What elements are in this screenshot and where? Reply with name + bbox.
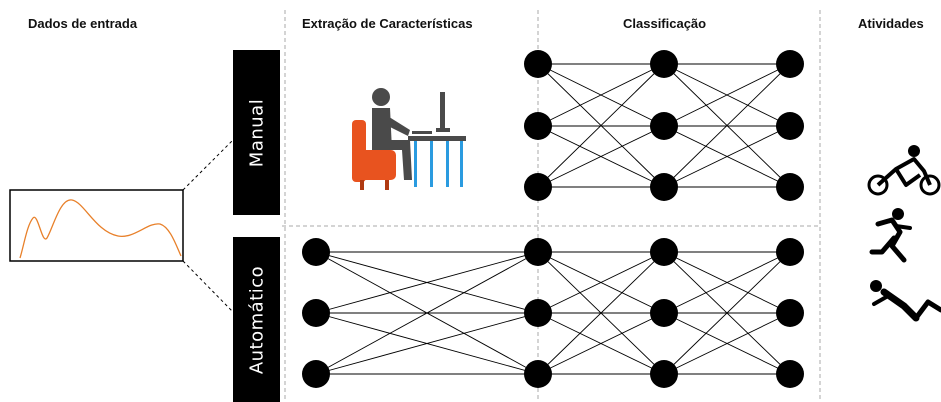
automatic-network-edge	[537, 312, 665, 375]
exercise-icon	[870, 280, 941, 322]
manual-classifier-node-0-0	[524, 50, 552, 78]
header-feature-extraction: Extração de Características	[302, 16, 473, 31]
input-signal-plot	[9, 189, 184, 262]
manual-classifier-edge	[663, 63, 791, 127]
header-input-data: Dados de entrada	[28, 16, 138, 31]
manual-classifier-edge	[537, 63, 665, 188]
manual-classifier-node-0-1	[524, 112, 552, 140]
person-at-computer-icon	[352, 88, 466, 190]
row-label-automatic: Automático	[233, 237, 280, 402]
automatic-network-edge	[663, 251, 791, 314]
automatic-network-edge	[315, 251, 539, 375]
chair-seat	[352, 150, 396, 180]
person-head	[372, 88, 390, 106]
automatic-network-edge	[663, 251, 791, 375]
automatic-network-node-3-1	[776, 299, 804, 327]
automatic-network-node-1-1	[524, 299, 552, 327]
network-edges	[315, 63, 791, 375]
automatic-network-edge	[315, 312, 539, 375]
automatic-network-node-1-2	[524, 360, 552, 388]
manual-classifier-edge	[663, 63, 791, 188]
signal-curve	[19, 199, 182, 259]
automatic-network-node-0-0	[302, 238, 330, 266]
header-activities: Atividades	[858, 16, 924, 31]
manual-classifier-edge	[537, 125, 665, 188]
automatic-network-node-0-1	[302, 299, 330, 327]
manual-classifier-node-1-0	[650, 50, 678, 78]
automatic-network-node-3-2	[776, 360, 804, 388]
header-classification: Classificação	[623, 16, 707, 31]
automatic-network-node-2-2	[650, 360, 678, 388]
automatic-network-edge	[663, 312, 791, 375]
manual-classifier-edge	[537, 63, 665, 127]
manual-classifier-node-2-0	[776, 50, 804, 78]
keyboard	[412, 131, 432, 134]
automatic-network-node-2-0	[650, 238, 678, 266]
manual-classifier-node-1-2	[650, 173, 678, 201]
manual-classifier-node-2-2	[776, 173, 804, 201]
manual-classifier-node-1-1	[650, 112, 678, 140]
cycling-icon	[867, 145, 941, 196]
manual-classifier-node-0-2	[524, 173, 552, 201]
automatic-network-edge	[537, 251, 665, 375]
running-icon	[869, 208, 912, 263]
automatic-network-node-2-1	[650, 299, 678, 327]
automatic-network-node-1-0	[524, 238, 552, 266]
person-legs	[372, 140, 412, 180]
automatic-network-edge	[537, 251, 665, 314]
manual-classifier-edge	[663, 125, 791, 188]
manual-classifier-node-2-1	[776, 112, 804, 140]
signal-frame	[9, 189, 184, 262]
network-nodes	[302, 50, 804, 388]
row-label-manual: Manual	[233, 50, 280, 215]
connector-to-manual	[182, 139, 234, 191]
connector-to-automatic	[182, 260, 234, 313]
person-arm	[384, 115, 410, 136]
automatic-network-node-3-0	[776, 238, 804, 266]
signal-connectors	[182, 139, 234, 313]
desk-top	[408, 136, 466, 141]
automatic-network-node-0-2	[302, 360, 330, 388]
automatic-network-edge	[315, 251, 539, 314]
monitor	[440, 92, 445, 130]
